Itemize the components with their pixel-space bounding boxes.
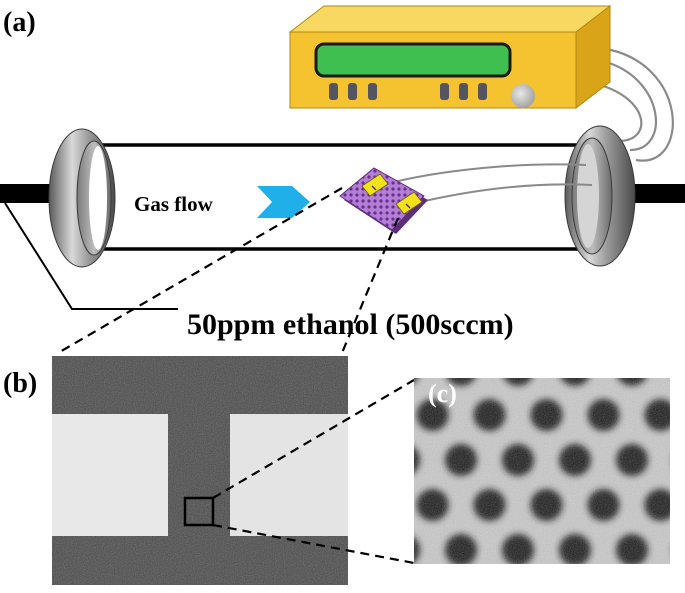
sensor-wires [385, 163, 593, 205]
gas-inlet-leader-line [4, 202, 178, 310]
right-feed-rod [628, 184, 685, 203]
gas-flow-label: Gas flow [134, 192, 214, 216]
zoom-lines-b-to-c [212, 379, 415, 565]
chevron-right-icon [257, 186, 310, 218]
instrument-box-icon [288, 4, 612, 110]
left-flange-ring [48, 128, 116, 268]
pore [673, 444, 685, 476]
instrument-display [314, 42, 512, 78]
pore [474, 579, 506, 593]
electrode-right [230, 414, 348, 536]
gas-mixture-label: 50ppm ethanol (500sccm) [187, 308, 514, 341]
pore [673, 354, 685, 386]
panel-b: (b) [3, 356, 348, 585]
electrode-left [52, 414, 168, 536]
zoom-lines-a-to-b [57, 187, 400, 354]
instrument-wires [599, 46, 674, 162]
panel-b-label: (b) [3, 368, 37, 399]
pore [417, 579, 449, 593]
left-feed-rod [0, 184, 56, 203]
instrument-knob [511, 84, 535, 108]
sensor-chip-icon [339, 167, 428, 234]
instrument-buttons [329, 83, 487, 100]
pore [531, 309, 563, 341]
pore [588, 579, 620, 593]
pore [645, 579, 677, 593]
electrode-pad-left [361, 173, 389, 197]
pore [360, 489, 392, 521]
electrode-pad-right [395, 191, 423, 215]
pore [360, 579, 392, 593]
panel-c-label: (c) [428, 379, 457, 408]
pore [588, 309, 620, 341]
right-flange-ring [564, 125, 636, 267]
quartz-tube-icon [95, 143, 582, 251]
pore [531, 579, 563, 593]
pore [645, 309, 677, 341]
panel-a: Gas flow 50ppm ethanol (500sccm) (a) [0, 4, 685, 341]
pore [673, 534, 685, 566]
panel-a-label: (a) [3, 7, 36, 38]
magnified-region-box [183, 496, 215, 527]
panel-c: (c) [360, 309, 685, 593]
